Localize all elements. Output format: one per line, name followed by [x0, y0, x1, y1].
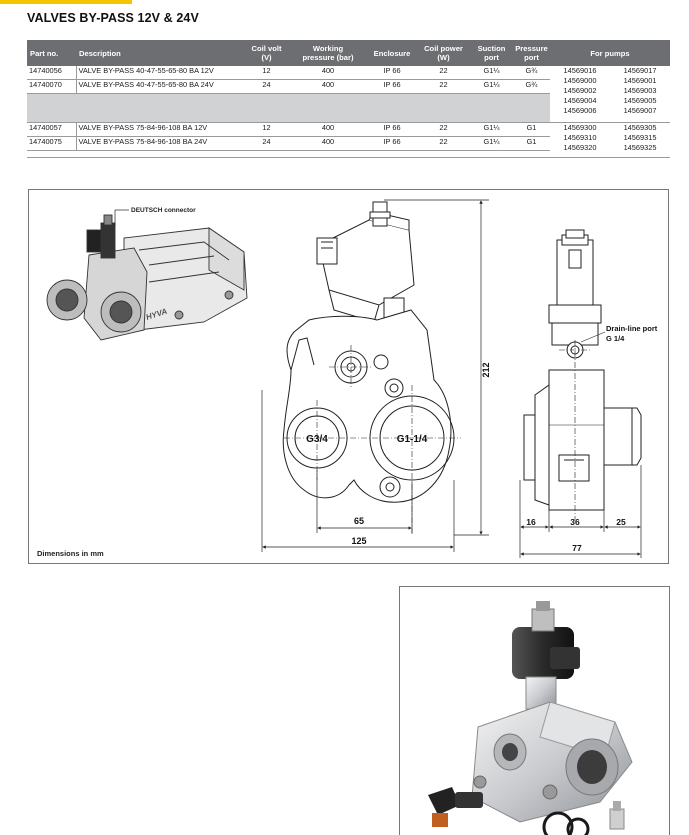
table-row: 14740056 VALVE BY-PASS 40-47-55-65-80 BA…	[27, 66, 671, 123]
cell-description: VALVE BY-PASS 40-47-55-65-80 BA 24V	[75, 79, 244, 94]
header-coil-power: Coil power(W)	[417, 40, 470, 66]
table-header-row: Part no. Description Coil volt(V) Workin…	[27, 40, 671, 66]
dim-212-label: 212	[481, 362, 491, 377]
cell-coil-volt: 12	[244, 122, 289, 137]
cell-suction: G1¼	[470, 122, 513, 137]
cell-coil-volt: 24	[244, 136, 289, 151]
cell-suction: G1¼	[470, 66, 513, 80]
cell-coil-power: 22	[417, 66, 470, 80]
port-label-g1-1-4: G1-1/4	[397, 434, 428, 445]
product-photo	[399, 586, 670, 835]
cell-coil-volt: 24	[244, 79, 289, 94]
technical-drawing: DEUTSCH connector HYVA	[46, 199, 658, 558]
cell-pressure: 400	[289, 79, 367, 94]
cell-coil-power: 22	[417, 79, 470, 94]
cell-part-no: 14740070	[27, 79, 76, 94]
table-row: 14740057 VALVE BY-PASS 75-84-96-108 BA 1…	[27, 122, 671, 158]
cell-pressure: 400	[289, 66, 367, 80]
header-coil-volt: Coil volt(V)	[244, 40, 289, 66]
table-spacer-row	[27, 150, 670, 158]
dim-212-lines	[384, 199, 489, 536]
header-for-pumps: For pumps	[550, 40, 671, 66]
front-view	[282, 201, 461, 535]
dim-25-label: 25	[616, 517, 626, 527]
cell-part-no: 14740057	[27, 122, 76, 137]
side-dim-lines	[519, 465, 642, 558]
dim-77-label: 77	[572, 543, 582, 553]
dim-125-label: 125	[351, 536, 366, 546]
spec-table: Part no. Description Coil volt(V) Workin…	[27, 40, 671, 158]
dimensions-caption: Dimensions in mm	[37, 549, 104, 558]
cell-suction: G1¼	[470, 136, 513, 151]
cell-suction: G1¼	[470, 79, 513, 94]
dim-65-label: 65	[354, 516, 364, 526]
dim-65-lines	[316, 470, 413, 533]
cell-pressure-port: G¾	[513, 66, 550, 80]
dim-125-lines	[261, 390, 455, 552]
header-part-no: Part no.	[27, 40, 76, 66]
dim-36-label: 36	[570, 517, 580, 527]
side-view	[523, 229, 642, 511]
cell-coil-power: 22	[417, 122, 470, 137]
cell-pressure-port: G1	[513, 122, 550, 137]
cell-part-no: 14740056	[27, 66, 76, 80]
table-separator-row	[27, 93, 670, 123]
table-row: 14740075 VALVE BY-PASS 75-84-96-108 BA 2…	[27, 136, 670, 151]
cell-pressure: 400	[289, 122, 367, 137]
cell-coil-volt: 12	[244, 66, 289, 80]
dim-16-label: 16	[526, 517, 536, 527]
table-row: 14740070 VALVE BY-PASS 40-47-55-65-80 BA…	[27, 79, 670, 94]
drawing-panel: DEUTSCH connector HYVA	[28, 189, 669, 564]
cell-pressure-port: G1	[513, 136, 550, 151]
deutsch-connector-label: DEUTSCH connector	[131, 207, 196, 214]
cell-enclosure: IP 66	[367, 66, 417, 80]
cell-enclosure: IP 66	[367, 79, 417, 94]
iso-view-illustration	[46, 214, 248, 341]
top-accent-bar	[0, 0, 689, 4]
cell-description: VALVE BY-PASS 75-84-96-108 BA 24V	[75, 136, 244, 151]
yellow-accent-stripe	[0, 0, 132, 4]
header-enclosure: Enclosure	[367, 40, 417, 66]
header-description: Description	[76, 40, 244, 66]
cell-pressure: 400	[289, 136, 367, 151]
cell-description: VALVE BY-PASS 40-47-55-65-80 BA 12V	[75, 66, 244, 80]
cell-enclosure: IP 66	[367, 136, 417, 151]
cell-enclosure: IP 66	[367, 122, 417, 137]
cell-description: VALVE BY-PASS 75-84-96-108 BA 12V	[75, 122, 244, 137]
cell-coil-power: 22	[417, 136, 470, 151]
cell-part-no: 14740075	[27, 136, 76, 151]
valve-photo-illustration	[428, 601, 633, 835]
drain-line-port-label: Drain-line port	[606, 324, 658, 333]
page-title: VALVES BY-PASS 12V & 24V	[27, 11, 199, 25]
port-label-g3-4: G3/4	[306, 434, 328, 445]
drain-line-port-size: G 1/4	[606, 334, 625, 343]
cell-pressure-port: G¾	[513, 79, 550, 94]
